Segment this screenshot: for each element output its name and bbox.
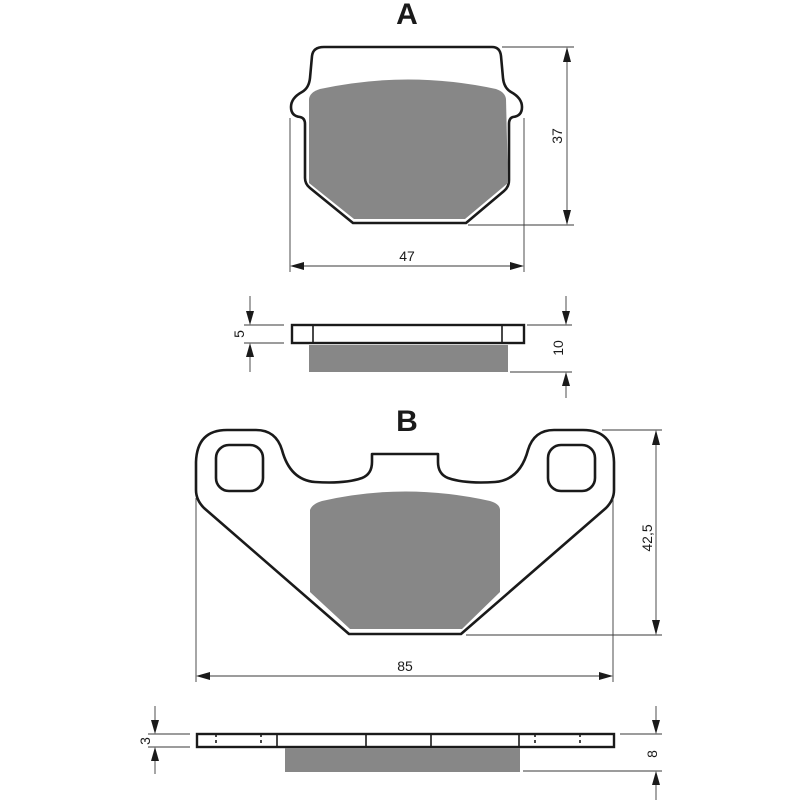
figure-b-front-view: B 85 42,5: [194, 405, 662, 682]
figure-b-height-dimension: 42,5: [639, 524, 655, 551]
figure-a-side-friction-pad: [309, 345, 508, 372]
figure-b-backplate-thickness-dimension: 3: [137, 737, 153, 745]
figure-a-total-thickness-dimension: 10: [550, 340, 566, 356]
figure-a-side-backplate: [290, 323, 526, 345]
figure-b-total-thickness-dimension: 8: [644, 750, 660, 758]
figure-b-width-dimension: 85: [397, 658, 413, 674]
figure-b-friction-pad: [310, 491, 500, 629]
figure-a-width-dimension: 47: [399, 248, 415, 264]
figure-b-side-view: 3 8: [137, 706, 662, 800]
figure-b-right-mounting-hole: [546, 443, 597, 493]
figure-a-backplate-thickness-dimension: 5: [231, 330, 247, 338]
figure-a-friction-pad: [309, 79, 508, 219]
figure-b-left-mounting-hole: [214, 443, 265, 493]
figure-a-front-view: A 47 37: [289, 0, 574, 272]
figure-a-side-view: 5 10: [231, 296, 572, 398]
figure-b-side-backplate: [195, 732, 616, 749]
figure-b-label: B: [396, 405, 418, 438]
figure-a-height-dimension: 37: [549, 128, 565, 144]
figure-b-side-friction-pad: [285, 748, 520, 772]
figure-a-label: A: [396, 0, 418, 31]
